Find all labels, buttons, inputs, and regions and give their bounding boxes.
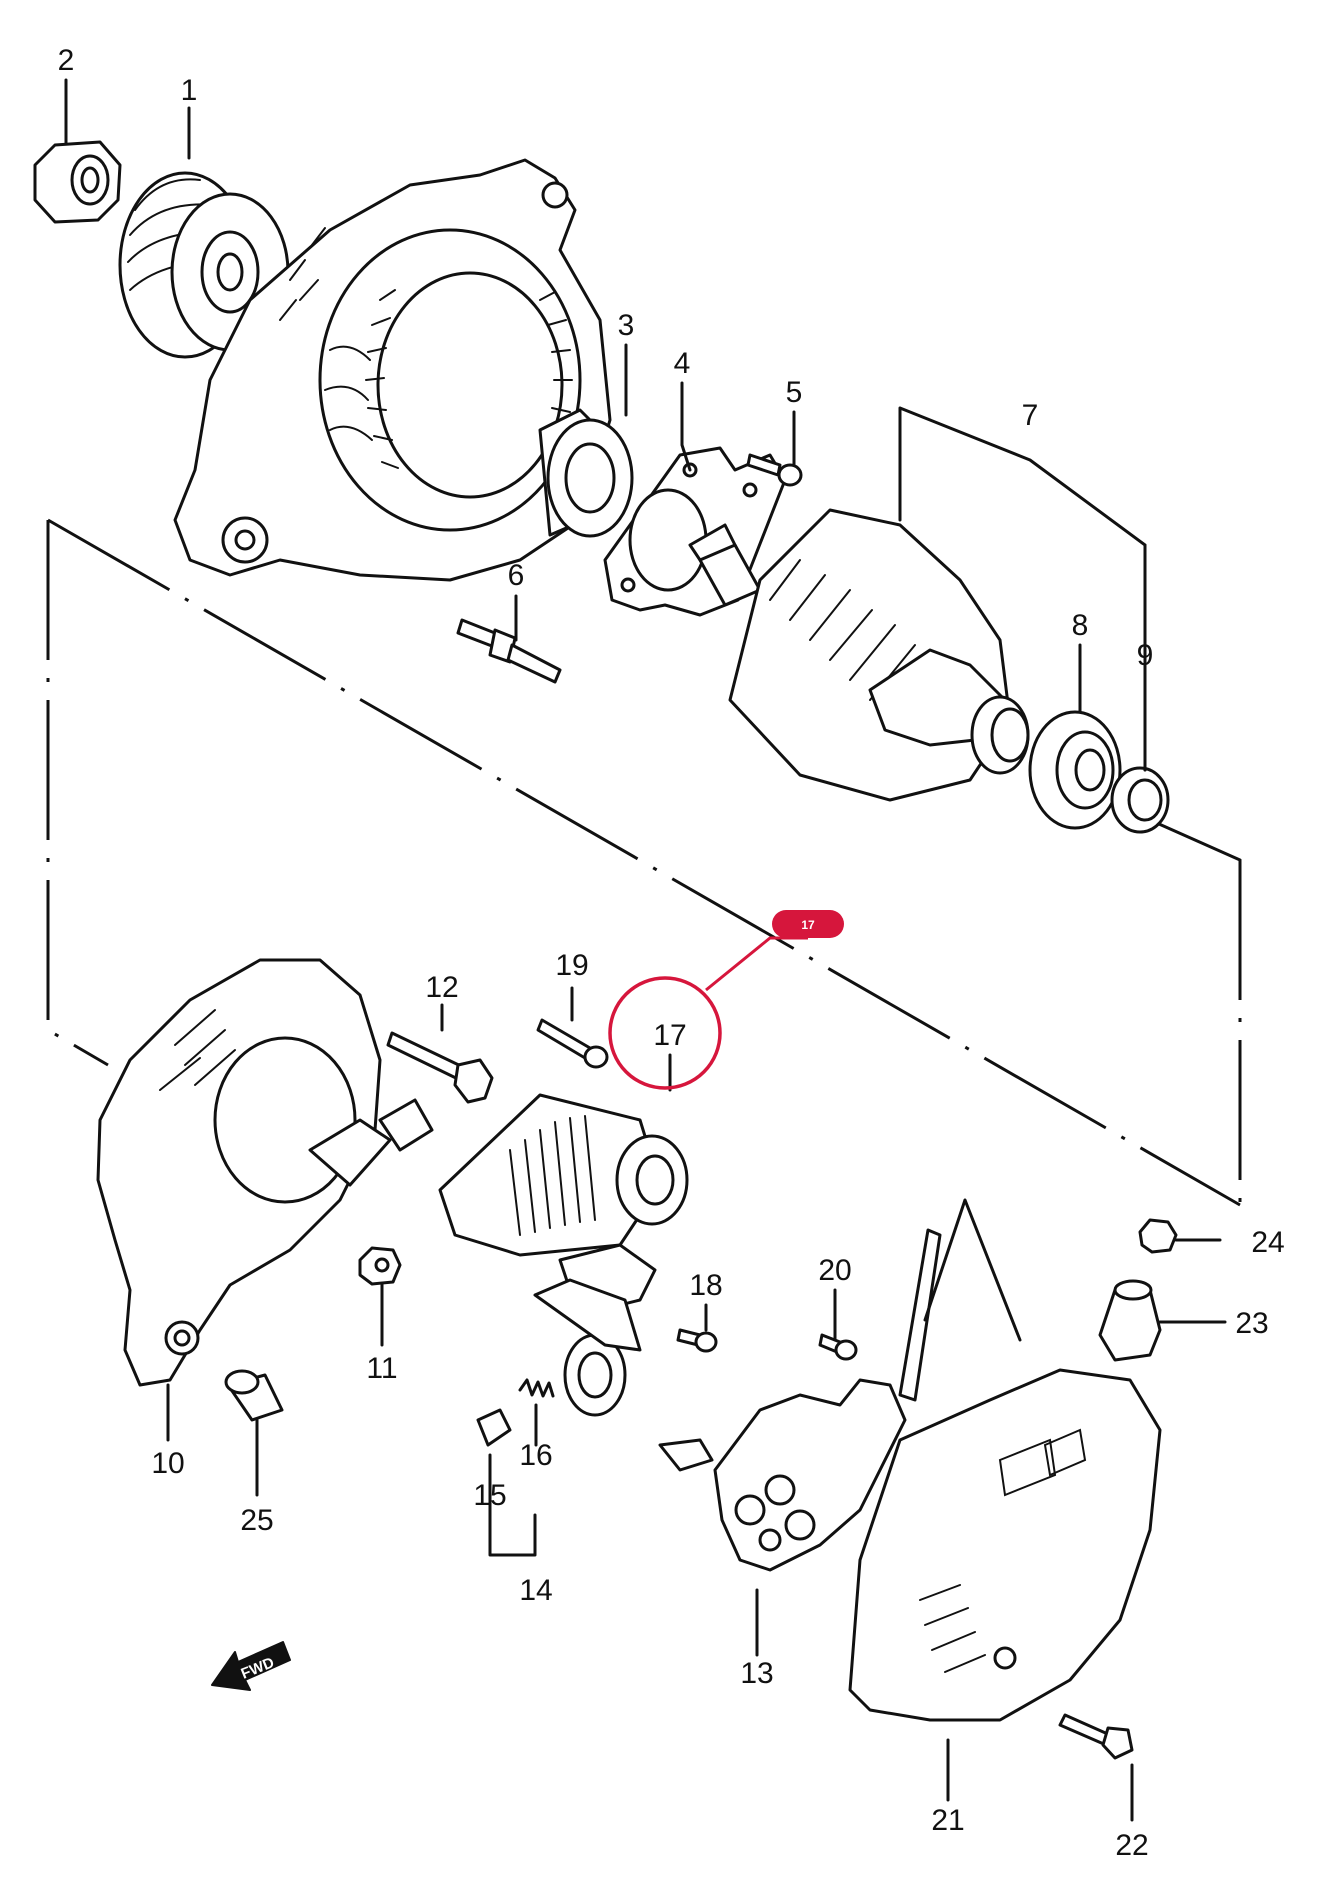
leader-lines xyxy=(64,78,1227,1822)
highlight-badge-label: 17 xyxy=(801,918,815,932)
part-rectifier xyxy=(658,1228,942,1572)
fwd-arrow-icon: FWD xyxy=(211,1641,291,1691)
highlight-annotation: 17 xyxy=(608,910,844,1090)
callout-11: 11 xyxy=(366,1352,397,1385)
callout-3: 3 xyxy=(618,309,635,342)
callout-2: 2 xyxy=(58,44,75,77)
callout-19: 19 xyxy=(555,949,588,982)
part-terminal-nut xyxy=(1138,1218,1178,1254)
part-small-nut xyxy=(358,1246,402,1286)
part-screw-bracket xyxy=(536,1018,609,1069)
part-ring xyxy=(1110,766,1170,834)
callout-21: 21 xyxy=(931,1804,964,1837)
part-bearing-front xyxy=(538,408,634,538)
part-drive-end-housing xyxy=(173,158,612,582)
callout-7: 7 xyxy=(1022,399,1039,432)
part-screw-small xyxy=(746,453,803,487)
part-bolt-cover xyxy=(1058,1713,1134,1760)
part-rear-cover xyxy=(848,1368,1162,1722)
part-regulator xyxy=(438,1093,689,1417)
callout-22: 22 xyxy=(1115,1829,1148,1862)
callout-16: 16 xyxy=(519,1439,552,1472)
callout-8: 8 xyxy=(1072,609,1089,642)
alignment-frame xyxy=(46,518,1242,1207)
callout-10: 10 xyxy=(151,1447,184,1480)
callout-13: 13 xyxy=(740,1657,773,1690)
callout-labels: 2 1 3 4 5 6 7 8 9 10 11 12 13 14 15 16 1… xyxy=(58,44,1285,1862)
callout-4: 4 xyxy=(674,347,691,380)
part-screw-regulator xyxy=(676,1328,718,1353)
part-stud-bolt xyxy=(456,618,562,684)
callout-5: 5 xyxy=(786,376,803,409)
callout-15: 15 xyxy=(473,1479,506,1512)
highlight-connector xyxy=(705,936,808,992)
callout-14: 14 xyxy=(519,1574,552,1607)
part-bearing-rear xyxy=(1028,710,1122,830)
callout-24: 24 xyxy=(1251,1226,1284,1259)
part-screw-rectifier xyxy=(818,1333,858,1361)
part-sleeve xyxy=(224,1369,284,1422)
part-bolt-long xyxy=(386,1031,494,1104)
part-brush xyxy=(476,1408,512,1447)
callout-9: 9 xyxy=(1137,639,1154,672)
callout-18: 18 xyxy=(689,1269,722,1302)
callout-20: 20 xyxy=(818,1254,851,1287)
highlight-badge[interactable] xyxy=(772,910,844,938)
callout-17: 17 xyxy=(653,1019,686,1052)
callout-6: 6 xyxy=(508,559,525,592)
part-pulley xyxy=(118,171,290,359)
part-rotor xyxy=(688,508,1030,802)
part-rear-housing xyxy=(96,958,434,1387)
callout-25: 25 xyxy=(240,1504,273,1537)
callout-23: 23 xyxy=(1235,1307,1268,1340)
part-terminal-insulator xyxy=(1098,1279,1162,1362)
highlight-circle xyxy=(608,976,722,1090)
part-spring xyxy=(518,1378,555,1398)
callout-12: 12 xyxy=(425,971,458,1004)
callout-1: 1 xyxy=(181,74,198,107)
part-nut xyxy=(33,140,122,224)
